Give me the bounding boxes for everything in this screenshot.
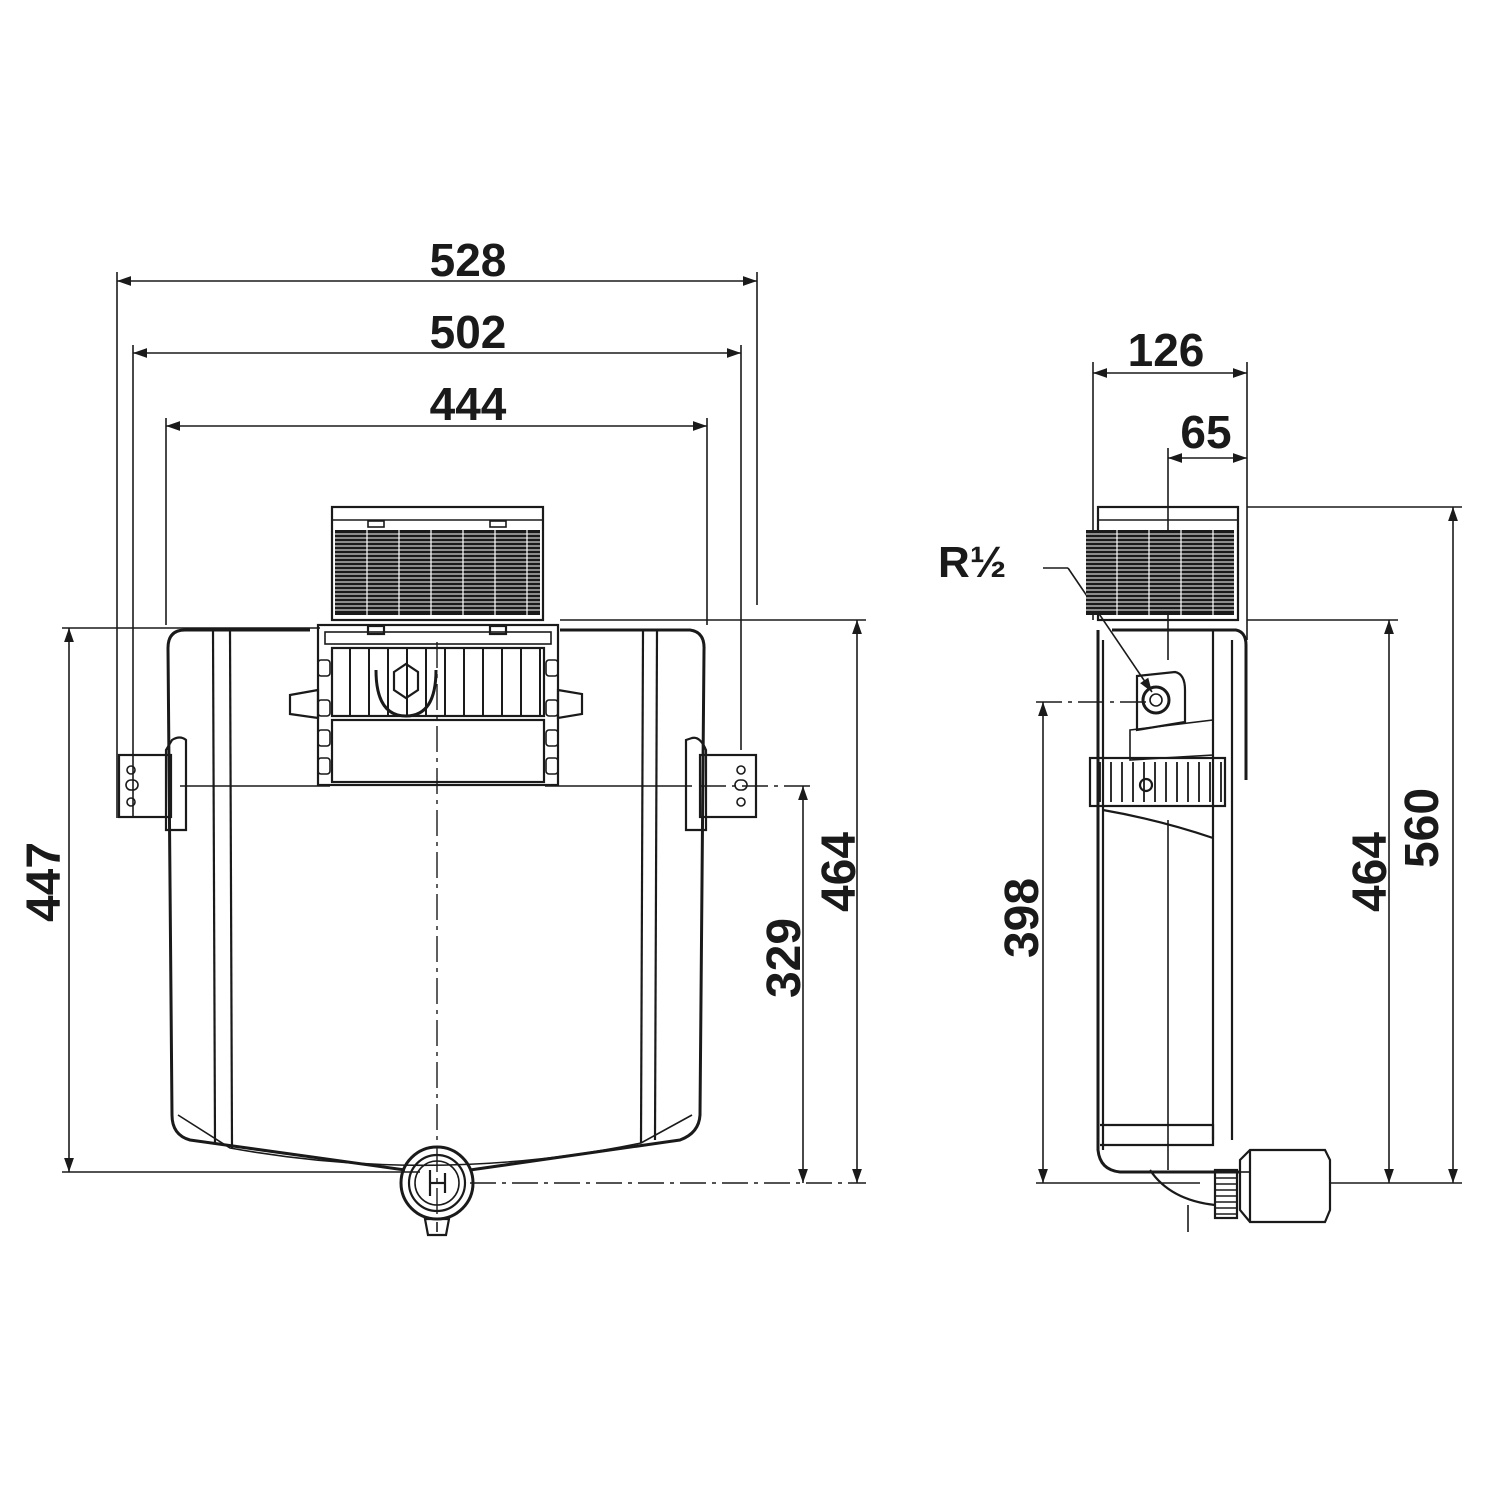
dim-height-total-side: 464 — [1247, 619, 1398, 1184]
dim-depth-offset: 65 — [1167, 406, 1247, 660]
dim-height-total-front: 464 — [470, 619, 866, 1184]
inlet-valve-frame — [288, 623, 584, 787]
left-bracket — [117, 736, 188, 832]
dim-label-502: 502 — [430, 306, 507, 358]
tank-body — [166, 628, 706, 1172]
front-view: 528 502 444 447 464 — [18, 234, 866, 1237]
side-top-grille — [1086, 505, 1240, 622]
dim-label-329: 329 — [758, 918, 811, 998]
dim-depth-overall: 126 — [1092, 324, 1248, 640]
dim-label-528: 528 — [430, 234, 507, 286]
dim-label-65: 65 — [1180, 406, 1231, 458]
dim-height-tank: 447 — [18, 627, 420, 1173]
top-grille — [330, 505, 545, 622]
dim-width-overall: 528 — [116, 234, 758, 818]
right-bracket — [684, 736, 758, 832]
outlet-fitting — [399, 1145, 475, 1237]
dim-label-126: 126 — [1128, 324, 1205, 376]
inlet-thread-label: R½ — [938, 538, 1006, 587]
dim-height-overall: 560 — [1247, 506, 1462, 1184]
dim-label-398: 398 — [996, 878, 1049, 958]
dim-height-bracket: 329 — [700, 785, 812, 1183]
dim-label-464-front: 464 — [813, 832, 866, 912]
dim-label-447: 447 — [18, 842, 71, 922]
dim-height-inlet: 398 — [996, 701, 1200, 1184]
side-view: 126 65 R½ 398 464 — [938, 324, 1462, 1232]
side-tank-body — [1088, 628, 1332, 1232]
dim-label-444: 444 — [430, 378, 507, 430]
dim-label-464-side: 464 — [1344, 832, 1397, 912]
dim-width-tank: 444 — [165, 378, 708, 625]
dim-width-frame: 502 — [132, 306, 742, 818]
inlet-thread-callout: R½ — [938, 538, 1153, 693]
dim-label-560: 560 — [1396, 788, 1449, 868]
